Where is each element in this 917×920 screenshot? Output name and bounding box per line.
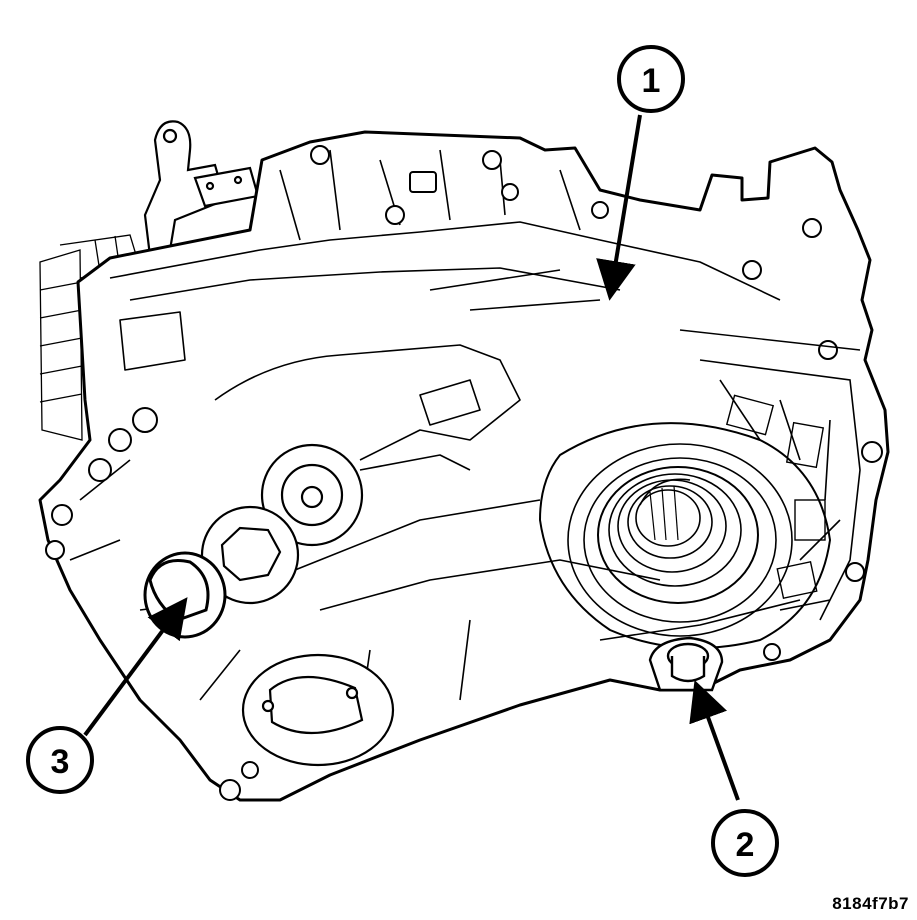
callout-label-1: 1 <box>642 62 661 100</box>
callout-circle-icon <box>617 45 685 113</box>
callout-circle-icon <box>711 809 779 877</box>
leader-arrows <box>83 114 740 801</box>
gear-bosses <box>200 443 395 767</box>
callout-label-2: 2 <box>736 826 755 864</box>
bolt-bosses <box>45 145 883 801</box>
callout-3: 3 <box>26 726 94 794</box>
arrow-icon <box>83 597 188 737</box>
callout-2: 2 <box>711 809 779 877</box>
arrow-icon <box>689 679 740 801</box>
transaxle-housing <box>38 130 890 802</box>
arrow-icon <box>596 114 642 301</box>
callout-circle-icon <box>26 726 94 794</box>
callout-label-3: 3 <box>51 743 70 781</box>
callout-1: 1 <box>617 45 685 113</box>
drain-plug <box>648 636 724 692</box>
mount-bracket <box>143 120 260 258</box>
differential-seal <box>538 329 861 649</box>
figure-id: 8184f7b7 <box>832 894 909 913</box>
fill-plug-hole <box>143 551 227 639</box>
